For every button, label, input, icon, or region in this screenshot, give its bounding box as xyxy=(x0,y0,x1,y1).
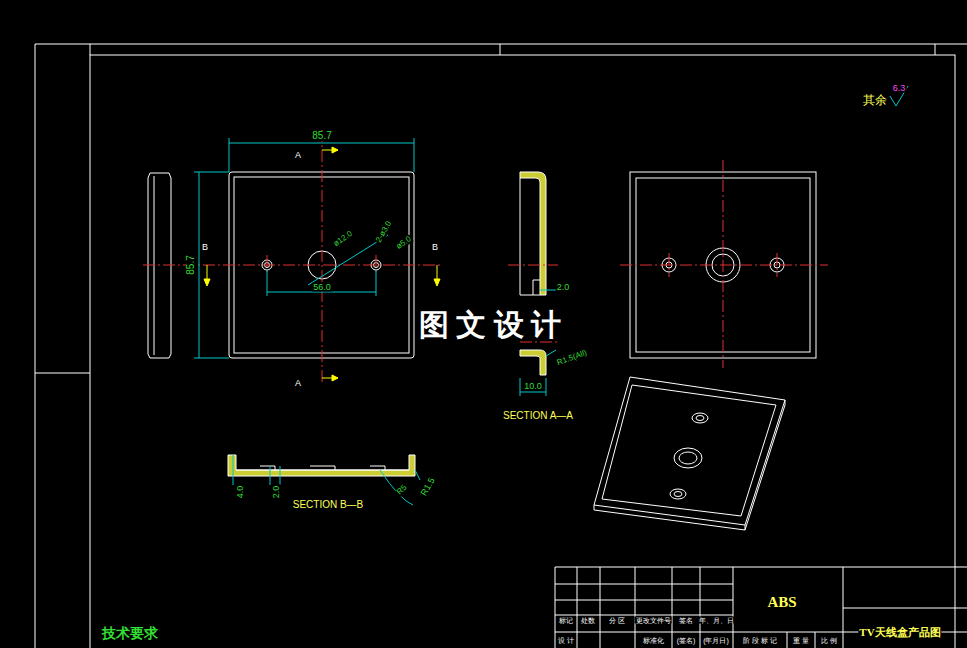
dimension-text: 分 区 xyxy=(608,617,626,624)
dimension-text: B xyxy=(201,243,209,252)
inner-frame xyxy=(90,55,955,648)
boss xyxy=(670,489,686,499)
boss xyxy=(692,413,708,423)
dimension-text: SECTION A—A xyxy=(502,411,574,421)
section-arrow xyxy=(332,375,338,381)
hole xyxy=(679,452,697,464)
dimension-text: R1.5 xyxy=(419,476,437,499)
dimension-text: 标记 xyxy=(558,617,574,624)
dimension-text: 2-ø3.0 xyxy=(374,219,393,245)
dimension-text: SECTION B—B xyxy=(292,500,365,510)
dimension-line xyxy=(233,455,280,485)
dimension-text: 更改文件号 xyxy=(635,617,672,624)
dimension-text: 阶 段 标 记 xyxy=(742,637,778,644)
section-b-profile xyxy=(228,455,415,476)
dimension-text: ø12.0 xyxy=(332,229,355,248)
leader-line xyxy=(308,235,388,285)
dimension-text: R1.5(All) xyxy=(555,349,589,368)
dimension-text: 其余 xyxy=(862,94,888,106)
dimension-text: 2.0 xyxy=(556,283,571,292)
isometric-view xyxy=(594,377,785,530)
leader-line xyxy=(380,470,420,505)
dimension-text: B xyxy=(431,243,439,252)
title-block xyxy=(555,567,967,648)
section-b-bosses xyxy=(236,466,409,470)
dimension-text: 比 例 xyxy=(820,637,838,644)
dimension-text: R5 xyxy=(395,483,409,497)
dimension-text: 6.3 xyxy=(892,84,907,93)
section-a-outline xyxy=(520,178,540,295)
section-a-profile xyxy=(520,172,546,295)
dimension-text: 签名 xyxy=(678,617,694,624)
center-line xyxy=(620,160,828,368)
outer-frame xyxy=(35,44,967,648)
dimension-text: (签名) xyxy=(676,637,697,644)
dimension-text: 年、月、日 xyxy=(698,617,735,624)
hole xyxy=(696,416,704,421)
dimension-text: 设 计 xyxy=(557,637,575,644)
dimension-line xyxy=(540,290,556,291)
center-line xyxy=(143,130,440,382)
section-arrow xyxy=(434,279,440,286)
dimension-text: 56.0 xyxy=(312,283,332,292)
hole xyxy=(674,492,682,497)
title-text: ABS xyxy=(766,595,797,610)
dimension-text: 2.0 xyxy=(272,485,281,500)
dimension-line xyxy=(267,270,376,296)
dimension-text: ø5.0 xyxy=(394,235,413,252)
dimension-line xyxy=(194,172,229,358)
dimension-text: 4.0 xyxy=(236,485,245,500)
dimension-text: 10.0 xyxy=(523,382,543,391)
dimension-text: A xyxy=(294,379,302,388)
title-text: 技术要求 xyxy=(101,627,159,641)
leader-line xyxy=(546,350,556,356)
boss xyxy=(674,448,702,468)
title-text: 图 文 设 计 xyxy=(418,310,563,340)
dimension-text: A xyxy=(294,151,302,160)
section-a-detail xyxy=(520,350,546,375)
section-arrow xyxy=(204,279,210,286)
dimension-text: 处数 xyxy=(580,617,596,624)
dimension-line xyxy=(229,138,414,172)
dimension-text: 85.7 xyxy=(186,254,196,275)
dimension-text: 85.7 xyxy=(311,131,332,141)
dimension-text: 重 量 xyxy=(792,637,810,644)
dimension-text: 标准化 xyxy=(642,637,665,644)
dimension-line xyxy=(520,378,546,396)
dimension-text: (年月日) xyxy=(702,637,730,644)
section-arrow xyxy=(332,147,338,153)
dimension-text: TV天线盒产品图 xyxy=(858,627,941,638)
